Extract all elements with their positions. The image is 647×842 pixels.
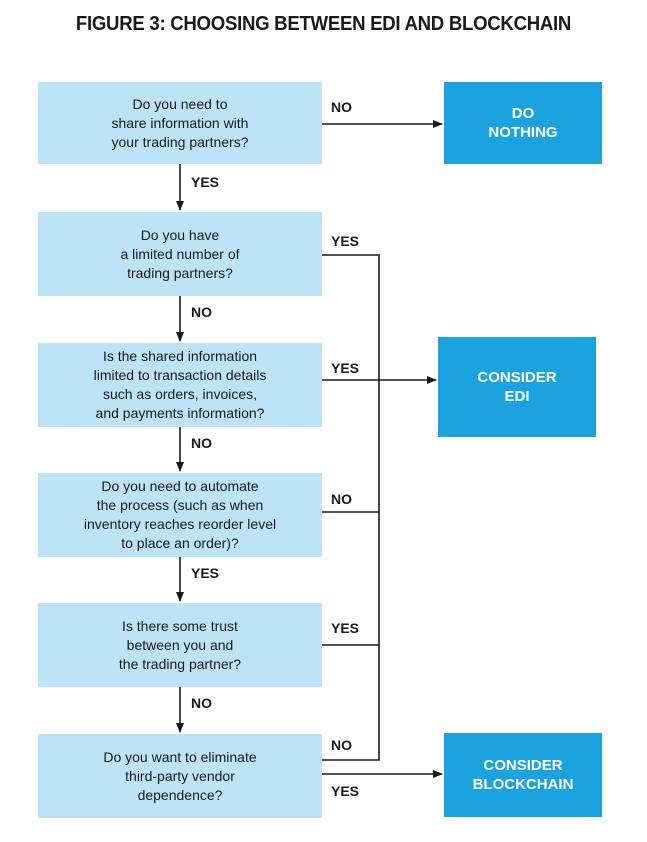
question-transaction-details: Is the shared information limited to tra… xyxy=(38,343,322,427)
question-share-info: Do you need to share information with yo… xyxy=(38,82,322,164)
question-text: Do you need to automate the process (suc… xyxy=(83,478,277,551)
figure-title: FIGURE 3: CHOOSING BETWEEN EDI AND BLOCK… xyxy=(75,13,572,35)
outcome-consider-edi: CONSIDER EDI xyxy=(438,337,596,437)
question-limited-partners: Do you have a limited number of trading … xyxy=(38,212,322,296)
label-q3-yes: YES xyxy=(331,360,360,376)
line-q2-yes xyxy=(322,254,380,380)
label-q1-no: NO xyxy=(331,99,352,115)
label-q2-yes: YES xyxy=(331,233,360,249)
outcome-consider-blockchain: CONSIDER BLOCKCHAIN xyxy=(444,733,602,817)
label-q5-no: NO xyxy=(191,695,212,711)
question-text: Is there some trust between you and the … xyxy=(118,617,242,672)
label-q1-yes: YES xyxy=(191,174,220,190)
line-q6-no xyxy=(322,380,380,761)
label-q5-yes: YES xyxy=(331,620,360,636)
question-trust: Is there some trust between you and the … xyxy=(38,603,322,687)
label-q2-no: NO xyxy=(191,304,212,320)
question-third-party: Do you want to eliminate third-party ven… xyxy=(38,734,322,818)
label-q6-yes: YES xyxy=(331,783,360,799)
label-q4-yes: YES xyxy=(191,565,220,581)
label-q6-no: NO xyxy=(331,737,352,753)
question-text: Is the shared information limited to tra… xyxy=(93,348,267,421)
outcome-do-nothing: DO NOTHING xyxy=(444,82,602,164)
question-automate: Do you need to automate the process (suc… xyxy=(38,473,322,557)
question-text: Do you want to eliminate third-party ven… xyxy=(103,748,257,803)
label-q3-no: NO xyxy=(191,435,212,451)
question-text: Do you have a limited number of trading … xyxy=(120,226,240,281)
question-text: Do you need to share information with yo… xyxy=(111,95,249,150)
label-q4-no: NO xyxy=(331,491,352,507)
